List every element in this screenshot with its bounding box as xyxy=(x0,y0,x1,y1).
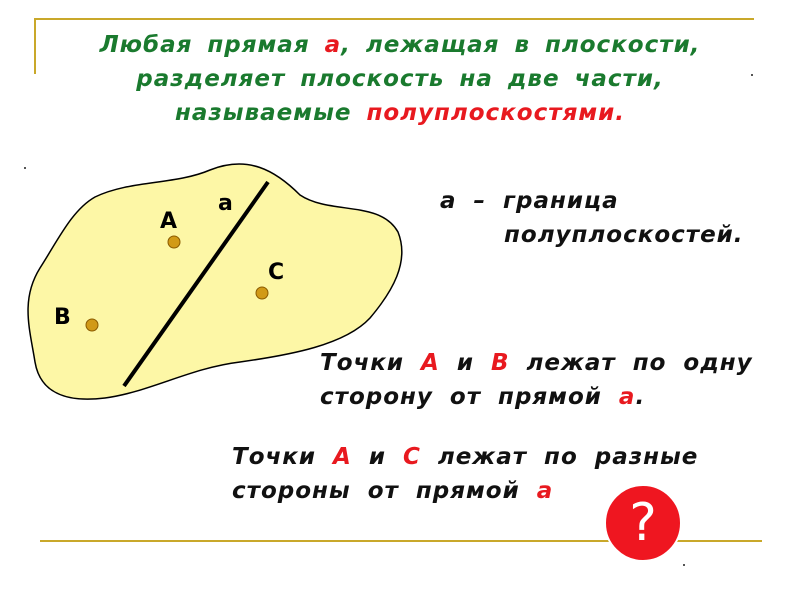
statement-text: сторону от прямой xyxy=(320,384,619,410)
definition-line-3: называемые полуплоскостями. xyxy=(40,96,760,130)
point-b-label: B xyxy=(54,305,71,330)
point-a-ref: А xyxy=(333,444,352,470)
point-c-marker xyxy=(255,286,269,300)
point-a-ref: А xyxy=(421,350,440,376)
point-a-label: A xyxy=(160,209,177,234)
point-a-marker xyxy=(167,235,181,249)
point-c-label: C xyxy=(268,260,284,285)
statement-text: Точки xyxy=(232,444,334,470)
frame-left-rule xyxy=(34,18,36,74)
statement-text: Точки xyxy=(320,350,422,376)
line-variable-a: а xyxy=(324,32,342,58)
line-a-label: a xyxy=(218,191,233,216)
definition-text-part: называемые xyxy=(175,100,367,126)
definition-line-1: Любая прямая а, лежащая в плоскости, xyxy=(40,28,760,62)
statement-text: и xyxy=(351,444,403,470)
statement-text: стороны от прямой xyxy=(232,478,537,504)
stray-dot xyxy=(683,564,685,566)
same-side-statement-line-2: сторону от прямой а. xyxy=(320,384,645,410)
definition-line-2: разделяет плоскость на две части, xyxy=(136,66,664,92)
question-button[interactable]: ? xyxy=(604,484,682,562)
opposite-side-statement-line-2: стороны от прямой а xyxy=(232,478,553,504)
point-b-marker xyxy=(85,318,99,332)
frame-bottom-rule xyxy=(40,540,762,542)
statement-text: . xyxy=(635,384,646,410)
statement-text: и xyxy=(439,350,491,376)
point-c-ref: С xyxy=(402,444,421,470)
stray-dot xyxy=(24,167,26,169)
stray-dot xyxy=(751,74,753,76)
line-a xyxy=(122,180,270,388)
definition-text: Любая прямая а, лежащая в плоскости, раз… xyxy=(40,28,760,130)
statement-text: лежат по одну xyxy=(509,350,753,376)
plane-region xyxy=(27,163,403,400)
same-side-statement-line-1: Точки А и В лежат по одну xyxy=(320,350,753,376)
boundary-caption-line-1: а – граница xyxy=(440,188,619,214)
definition-text-part: Любая прямая xyxy=(99,32,325,58)
point-b-ref: В xyxy=(490,350,510,376)
frame-top-rule xyxy=(34,18,754,20)
line-a-ref: а xyxy=(536,478,554,504)
opposite-side-statement-line-1: Точки А и С лежат по разные xyxy=(232,444,698,470)
line-a-ref: а xyxy=(618,384,636,410)
term-half-planes: полуплоскостями. xyxy=(366,100,625,126)
boundary-caption-line-2: полуплоскостей. xyxy=(504,222,744,248)
statement-text: лежат по разные xyxy=(420,444,699,470)
definition-text-part: , лежащая в плоскости, xyxy=(341,32,701,58)
